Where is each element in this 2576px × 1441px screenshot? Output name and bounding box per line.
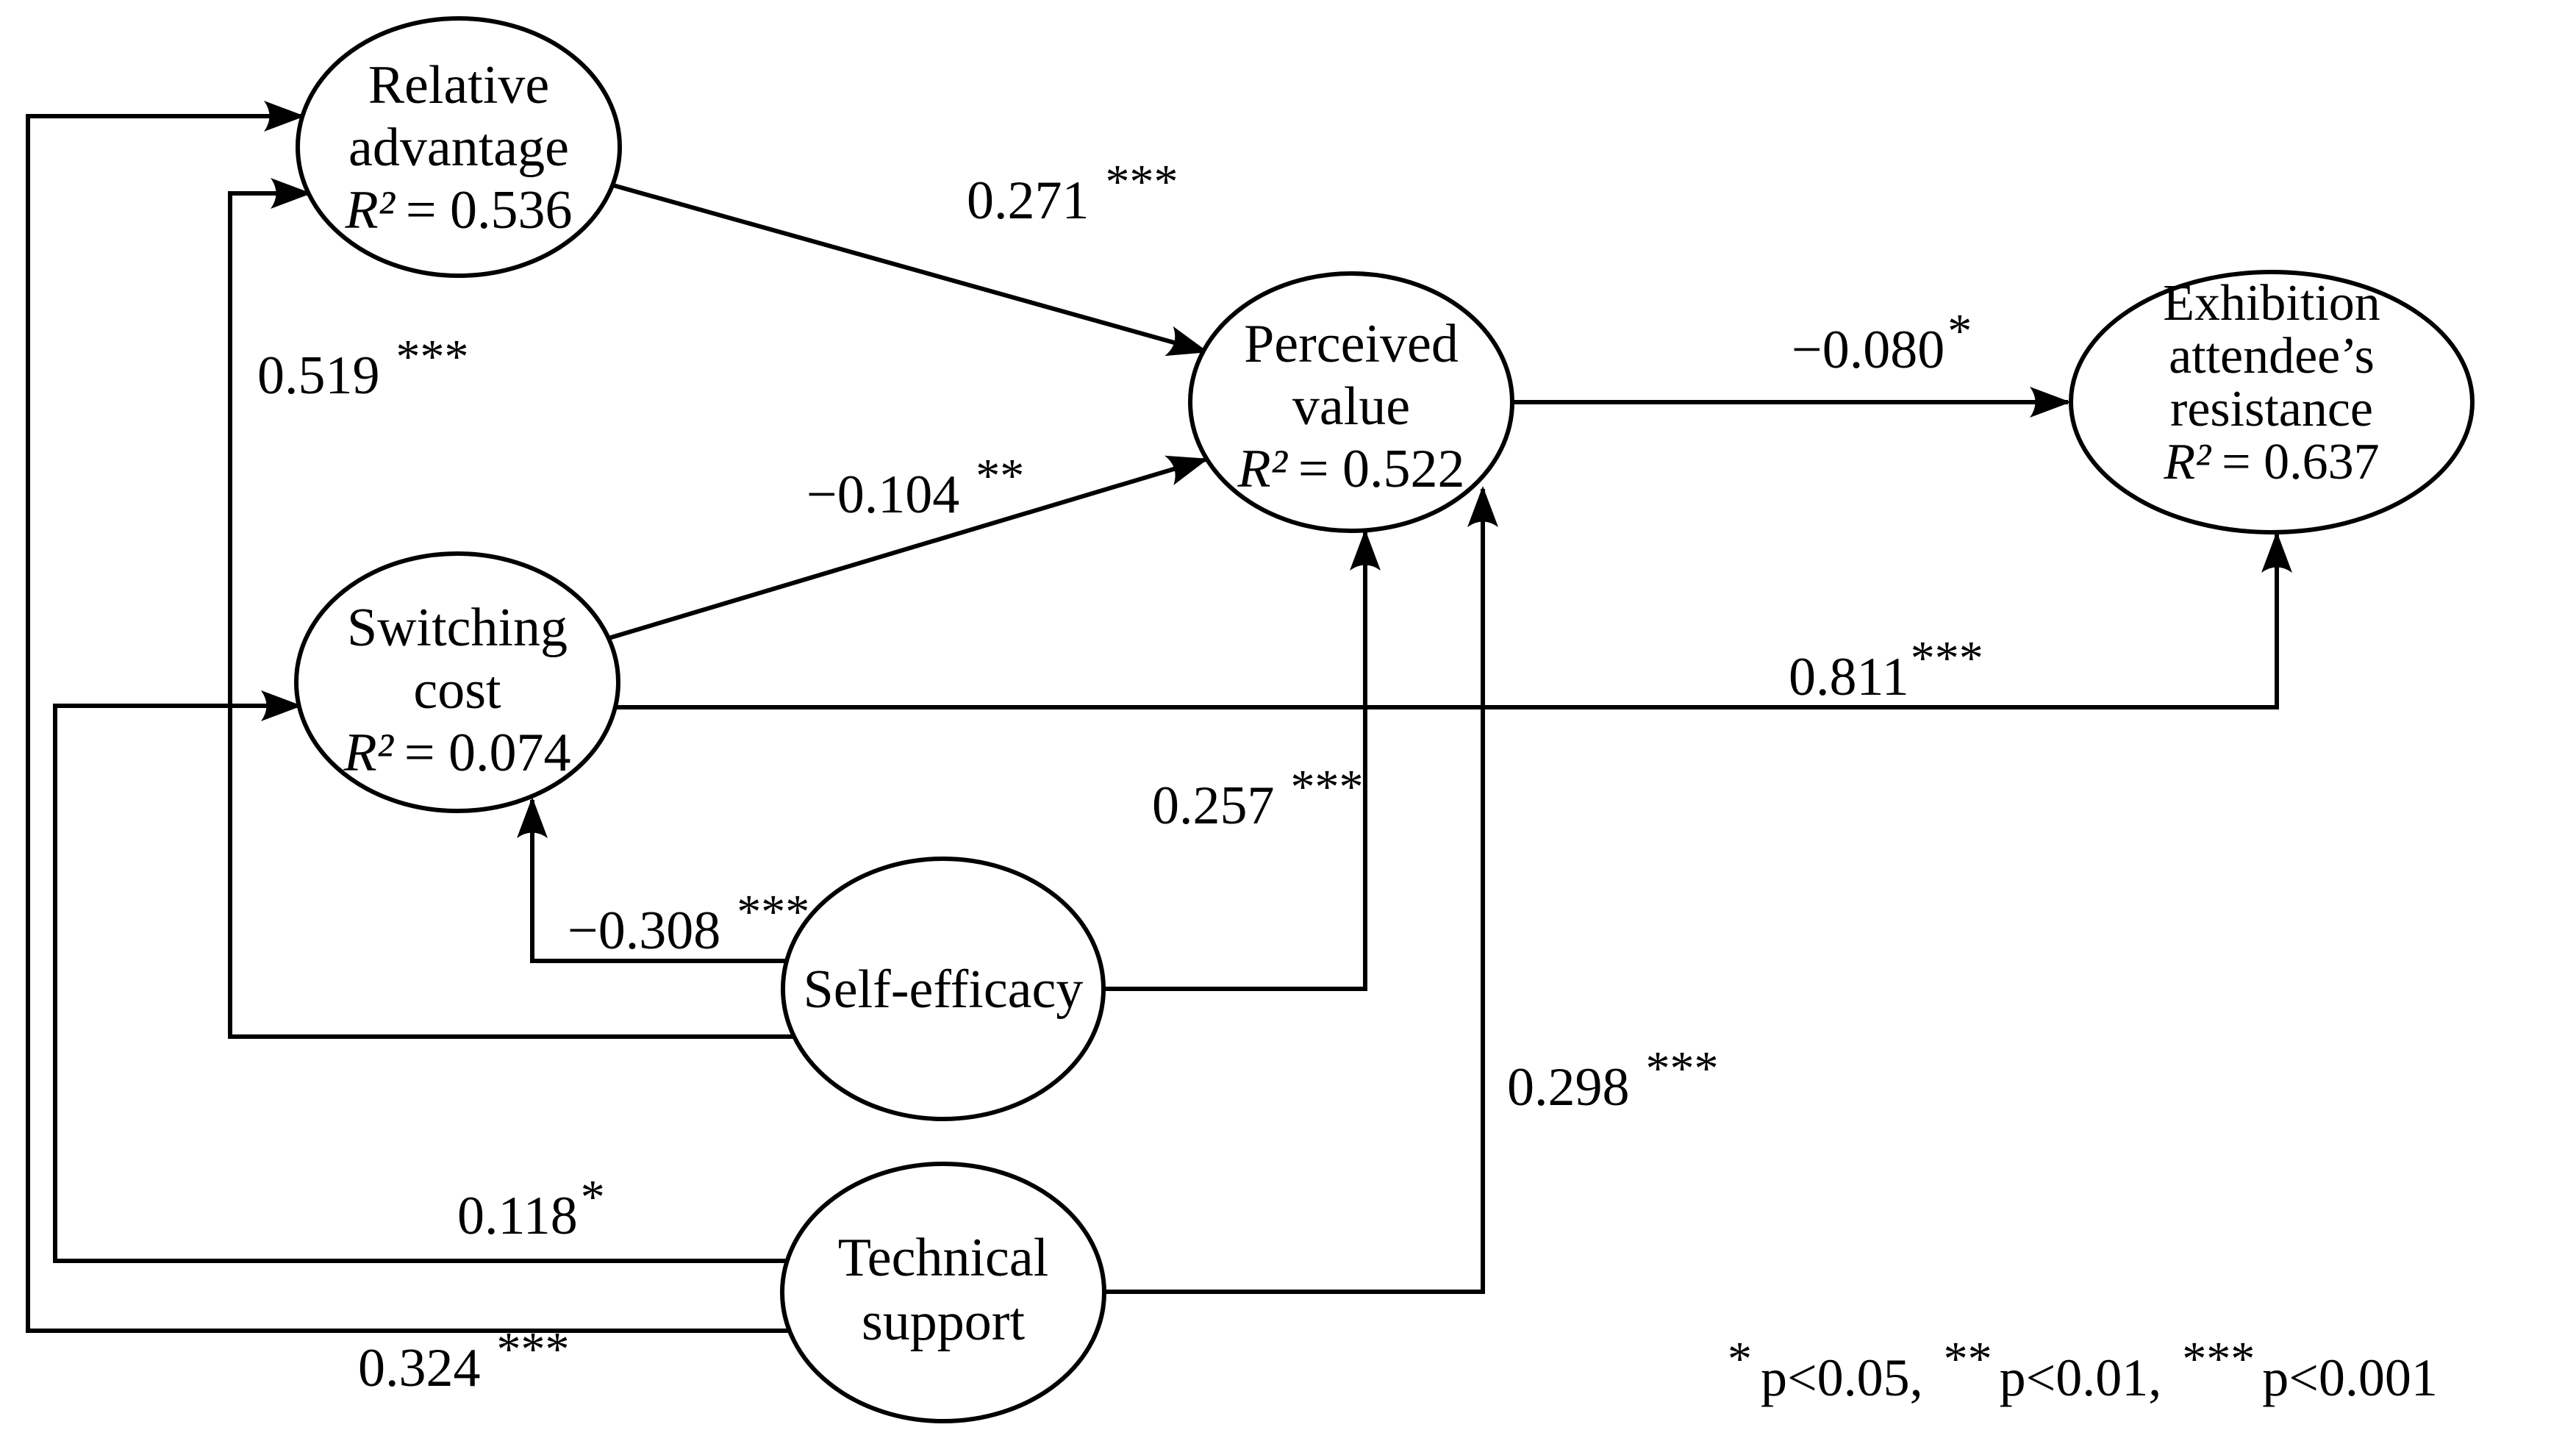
- edge-sc-ex-arrow: [615, 532, 2292, 709]
- edge-ts-ra-arrow: [26, 101, 790, 1333]
- edge-ra-pv-arrow: [612, 183, 1209, 357]
- edge-self-efficacy-to-perceived-value: 0.257***: [1103, 529, 1381, 991]
- exhibition-resistance-label-line1: Exhibition: [2163, 275, 2380, 332]
- perceived-value-label-line1: Perceived: [1244, 314, 1459, 374]
- node-exhibition-resistance: Exhibition attendee’s resistance R²= 0.6…: [2069, 270, 2475, 534]
- edge-technical-support-to-relative-advantage: 0.324***: [26, 101, 790, 1398]
- edge-se-ra-label: 0.519***: [257, 330, 469, 406]
- relative-advantage-ellipse: [296, 16, 622, 278]
- edge-sc-ex-label: 0.811***: [1789, 632, 1983, 707]
- relative-advantage-label-line1: Relative: [368, 55, 550, 115]
- perceived-value-ellipse: [1188, 271, 1514, 533]
- edge-se-sc-label: −0.308***: [568, 885, 809, 961]
- perceived-value-label-line2: value: [1292, 376, 1410, 437]
- edge-pv-ex-label: −0.080*: [1792, 304, 1972, 380]
- edge-ra-pv-label: 0.271***: [967, 155, 1178, 231]
- edge-technical-support-to-switching-cost: 0.118*: [53, 690, 787, 1263]
- edge-ts-pv-arrow: [1104, 486, 1498, 1294]
- edge-perceived-value-to-exhibition-resistance: −0.080*: [1512, 304, 2071, 418]
- edge-ts-sc-arrow: [53, 690, 787, 1263]
- relative-advantage-r2: R²= 0.536: [344, 180, 572, 240]
- edge-self-efficacy-to-switching-cost: −0.308***: [517, 797, 809, 963]
- node-self-efficacy: Self-efficacy: [781, 857, 1106, 1121]
- relative-advantage-label-line2: advantage: [348, 118, 569, 178]
- node-perceived-value: Perceived value R²= 0.522: [1188, 271, 1514, 533]
- edge-se-pv-label: 0.257***: [1152, 760, 1364, 836]
- switching-cost-ellipse: [294, 551, 620, 813]
- edge-sc-pv-label: −0.104**: [806, 449, 1024, 525]
- edge-relative-advantage-to-perceived-value: 0.271***: [612, 155, 1209, 357]
- switching-cost-r2: R²= 0.074: [343, 723, 570, 783]
- node-switching-cost: Switching cost R²= 0.074: [294, 551, 620, 813]
- edge-sc-pv-arrow: [608, 455, 1209, 640]
- edge-se-ra-arrow: [228, 178, 794, 1039]
- technical-support-label-line2: support: [862, 1292, 1025, 1352]
- technical-support-ellipse: [780, 1162, 1106, 1423]
- switching-cost-label-line2: cost: [413, 660, 501, 720]
- edge-ts-ra-label: 0.324***: [358, 1323, 570, 1398]
- exhibition-resistance-label-line2: attendee’s: [2169, 328, 2375, 385]
- exhibition-resistance-r2: R²= 0.637: [2163, 434, 2379, 490]
- edge-self-efficacy-to-relative-advantage: 0.519***: [228, 178, 794, 1039]
- node-technical-support: Technical support: [780, 1162, 1106, 1423]
- switching-cost-label-line1: Switching: [347, 598, 568, 658]
- edge-switching-cost-to-exhibition-resistance: 0.811***: [615, 532, 2292, 709]
- edge-ts-sc-label: 0.118*: [457, 1170, 605, 1246]
- self-efficacy-ellipse: [781, 857, 1106, 1121]
- significance-legend-text: *p<0.05,**p<0.01,***p<0.001: [1728, 1332, 2438, 1407]
- technical-support-label-line1: Technical: [838, 1228, 1049, 1288]
- edge-se-sc-arrow: [517, 797, 787, 963]
- exhibition-resistance-label-line3: resistance: [2170, 381, 2373, 437]
- perceived-value-r2: R²= 0.522: [1237, 439, 1464, 499]
- self-efficacy-label: Self-efficacy: [804, 959, 1084, 1020]
- edge-technical-support-to-perceived-value: 0.298***: [1104, 486, 1719, 1294]
- exhibition-resistance-ellipse: [2069, 270, 2475, 534]
- edge-switching-cost-to-perceived-value: −0.104**: [608, 449, 1209, 640]
- node-relative-advantage: Relative advantage R²= 0.536: [296, 16, 622, 278]
- edge-se-pv-arrow: [1103, 529, 1381, 991]
- significance-legend: *p<0.05,**p<0.01,***p<0.001: [1728, 1332, 2438, 1407]
- edge-ts-pv-label: 0.298***: [1507, 1042, 1719, 1118]
